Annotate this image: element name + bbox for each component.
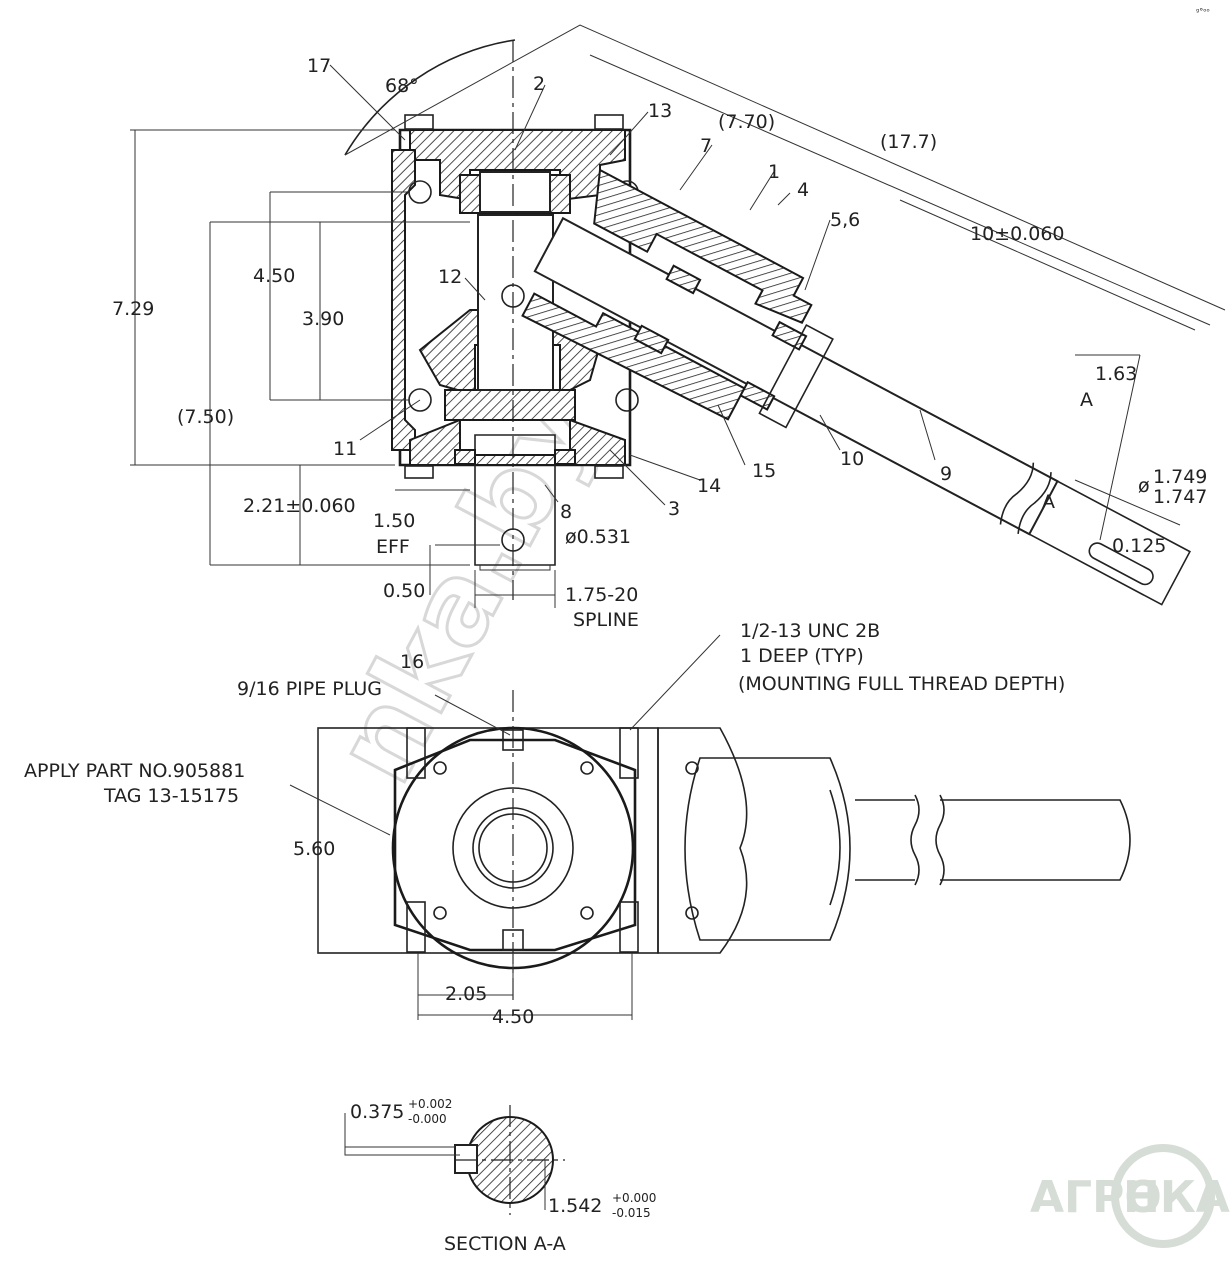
part-label-13: 13	[648, 100, 672, 122]
logo-text-right: НКА	[1123, 1172, 1230, 1223]
dim-offset: 2.05	[445, 983, 487, 1005]
plug-part-label: 16	[400, 651, 424, 673]
part-label-9: 9	[940, 463, 952, 485]
key-depth-tol-lower: -0.015	[612, 1206, 651, 1220]
part-label-10: 10	[840, 448, 864, 470]
part-label-7: 7	[700, 135, 712, 157]
dim-height-ref: (7.50)	[177, 406, 234, 428]
dim-spline-spec: 1.75-20	[565, 584, 638, 606]
key-width-tol-upper: +0.002	[408, 1097, 452, 1111]
logo-ring	[1111, 1144, 1215, 1248]
part-label-12: 12	[438, 266, 462, 288]
section-marker-bottom: A	[1042, 491, 1055, 513]
angle-arc	[344, 39, 516, 156]
housing-top-outline	[393, 738, 637, 952]
top-view-labels: 16 9/16 PIPE PLUG 1/2-13 UNC 2B 1 DEEP (…	[24, 620, 1065, 1028]
bolt-hole	[580, 906, 594, 920]
part-label-2: 2	[533, 73, 545, 95]
dim-spline-eff-label: EFF	[376, 536, 410, 558]
tapped-hole	[619, 727, 639, 779]
part-label-1: 1	[768, 161, 780, 183]
bolt-hole	[685, 906, 699, 920]
output-shaft	[474, 434, 556, 566]
plug-label: 9/16 PIPE PLUG	[237, 678, 382, 700]
part-label-3: 3	[668, 498, 680, 520]
input-bearing	[665, 264, 702, 295]
tapped-hole	[406, 901, 426, 953]
bolt-hole	[433, 761, 447, 775]
dim-width: 5.60	[293, 838, 335, 860]
section-marker-top: A	[1080, 389, 1093, 411]
dim-key-offset: 0.125	[1112, 535, 1166, 557]
dim-height-gear: 3.90	[302, 308, 344, 330]
dim-overall-length: (17.7)	[880, 131, 937, 153]
keyway-section	[454, 1144, 478, 1174]
lower-bearing	[444, 389, 576, 421]
input-shaft	[533, 216, 1059, 536]
bolt-head	[404, 114, 434, 130]
dim-key-len: 1.63	[1095, 363, 1137, 385]
apply-note-2: TAG 13-15175	[103, 785, 239, 807]
apply-note-1: APPLY PART NO.905881	[24, 760, 245, 782]
bolt-hole	[433, 906, 447, 920]
input-cap	[657, 727, 748, 954]
section-view-labels: 68° 17 2 13 7 1 4 5,6 12 11 8 3 14 15 10…	[112, 55, 1207, 631]
input-shaft	[855, 799, 1131, 881]
seal-cap	[758, 323, 834, 429]
key-width-dim: 0.375	[350, 1101, 404, 1123]
dim-shaft-dia-upper: 1.749	[1153, 466, 1207, 488]
part-label-4: 4	[797, 179, 809, 201]
tapped-hole	[406, 727, 426, 779]
input-housing	[521, 168, 1191, 606]
part-label-15: 15	[752, 460, 776, 482]
dim-bolt: 4.50	[492, 1006, 534, 1028]
dim-height-inner: 4.50	[253, 265, 295, 287]
dim-spline-eff: 1.50	[373, 510, 415, 532]
part-label-17: 17	[307, 55, 331, 77]
dim-input-length: (7.70)	[718, 111, 775, 133]
dim-shaft-dia-lower: 1.747	[1153, 486, 1207, 508]
dim-hole-offset: 0.50	[383, 580, 425, 602]
corner-mark: ᵍ°ᵒᵒ	[1196, 7, 1210, 16]
thread-note-1: 1/2-13 UNC 2B	[740, 620, 880, 642]
bolt-head	[404, 465, 434, 479]
thread-note-3: (MOUNTING FULL THREAD DEPTH)	[738, 673, 1065, 695]
dim-spline-label: SPLINE	[573, 609, 639, 631]
brand-logo: АГРО НКА	[1030, 1144, 1230, 1248]
part-label-5-6: 5,6	[830, 209, 860, 231]
bolt-hole	[615, 388, 639, 412]
dim-height-total: 7.29	[112, 298, 154, 320]
key-width-tol-lower: -0.000	[408, 1112, 447, 1126]
part-label-11: 11	[333, 438, 357, 460]
section-aa-title: SECTION A-A	[444, 1233, 566, 1255]
gearbox-section-view	[130, 24, 1226, 608]
dim-hole-dia: ø0.531	[565, 526, 631, 548]
bolt-hole	[685, 761, 699, 775]
bolt-head	[594, 114, 624, 130]
part-label-14: 14	[697, 475, 721, 497]
thread-note-2: 1 DEEP (TYP)	[740, 645, 864, 667]
angle-label: 68°	[385, 75, 419, 97]
tapped-hole	[619, 901, 639, 953]
section-aa-view: 0.375 +0.002 -0.000 1.542 +0.000 -0.015 …	[344, 1097, 656, 1255]
bolt-hole	[408, 180, 432, 204]
dim-shaft-dia-symbol: ø	[1138, 475, 1150, 497]
key-depth-tol-upper: +0.000	[612, 1191, 656, 1205]
key-depth-dim: 1.542	[548, 1195, 602, 1217]
keyway	[1088, 542, 1154, 586]
logo-text-left: АГРО	[1030, 1172, 1162, 1223]
dim-shaft-ext: 2.21±0.060	[243, 495, 356, 517]
dim-shaft-length: 10±0.060	[970, 223, 1065, 245]
part-label-8: 8	[560, 501, 572, 523]
gearbox-top-view	[289, 634, 1131, 1020]
input-bearing-cap	[684, 757, 851, 941]
housing-left-wall	[391, 149, 416, 451]
input-housing-top	[593, 168, 813, 324]
upper-bearing-race	[479, 171, 551, 213]
bolt-head	[594, 465, 624, 479]
bolt-hole	[580, 761, 594, 775]
